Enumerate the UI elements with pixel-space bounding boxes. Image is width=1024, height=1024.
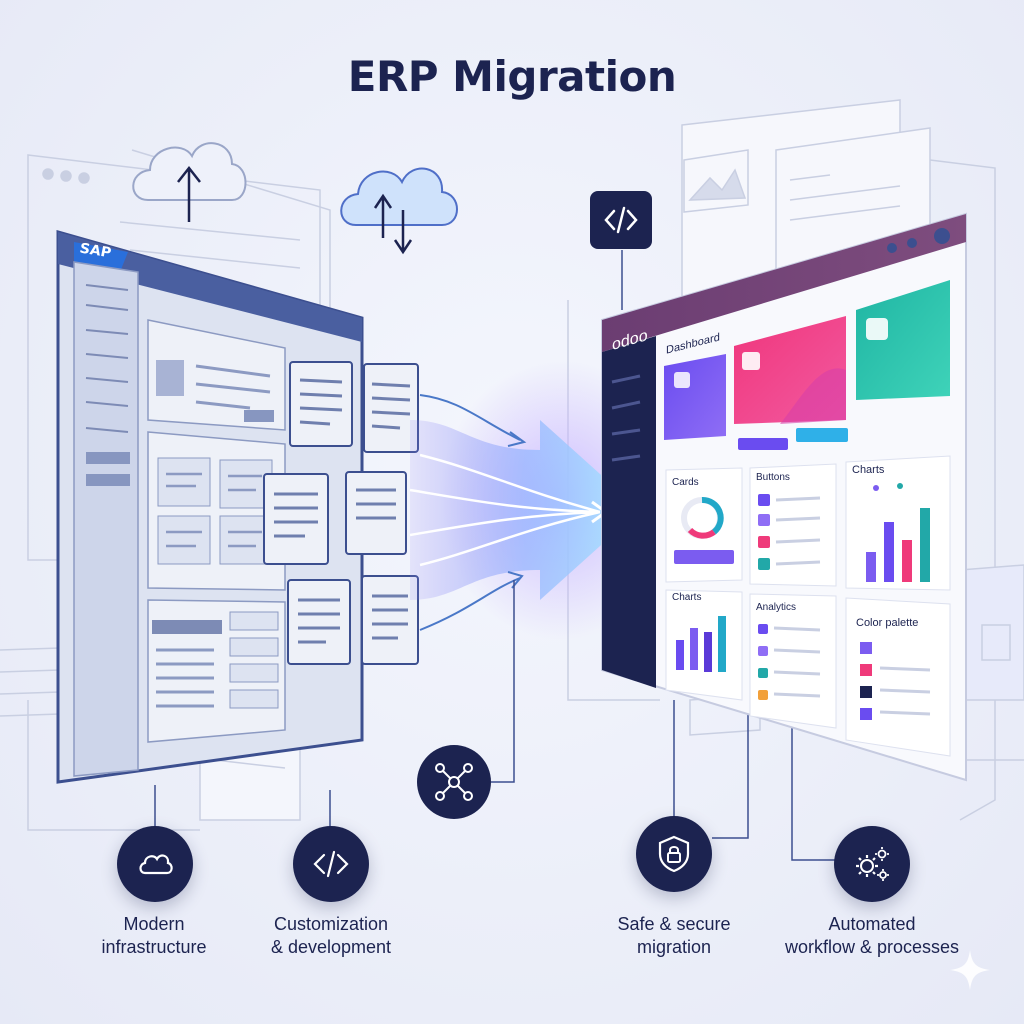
cloud-icon	[139, 854, 173, 875]
page-title: ERP Migration	[347, 52, 677, 101]
feature-label-infrastructure: Modern infrastructure	[101, 914, 207, 957]
shield-lock-icon	[658, 835, 690, 873]
connector-lines	[154, 250, 835, 861]
cloud-upload-icon	[132, 142, 247, 222]
migration-arrow	[409, 394, 640, 631]
sap-legacy-window	[56, 230, 364, 784]
feature-icon-circle-security	[636, 816, 712, 892]
cloud-sync-icon	[340, 167, 458, 255]
widget-title-buttons: Buttons	[756, 472, 790, 483]
feature-label-automation: Automated workflow & processes	[784, 914, 960, 957]
sparkle-icon	[950, 950, 990, 990]
feature-icon-circle-automation	[834, 826, 910, 902]
code-icon	[313, 850, 349, 878]
code-icon	[604, 206, 638, 234]
odoo-dashboard-window	[601, 212, 967, 782]
feature-label-security: Safe & secure migration	[617, 914, 731, 957]
widget-title-charts: Charts	[852, 464, 885, 476]
feature-icon-circle-infrastructure	[117, 826, 193, 902]
gears-icon	[856, 847, 889, 881]
feature-label-customization: Customization & development	[270, 914, 392, 957]
floating-card-lines	[274, 378, 411, 644]
code-badge	[590, 191, 652, 249]
feature-icon-circle-customization	[293, 826, 369, 902]
widget-title-analytics: Analytics	[756, 602, 797, 613]
network-icon	[435, 763, 473, 801]
widget-title-color-palette: Color palette	[856, 617, 919, 629]
widget-title-cards: Cards	[672, 477, 699, 488]
widget-title-charts-2: Charts	[672, 592, 702, 603]
network-node-badge	[417, 745, 491, 819]
